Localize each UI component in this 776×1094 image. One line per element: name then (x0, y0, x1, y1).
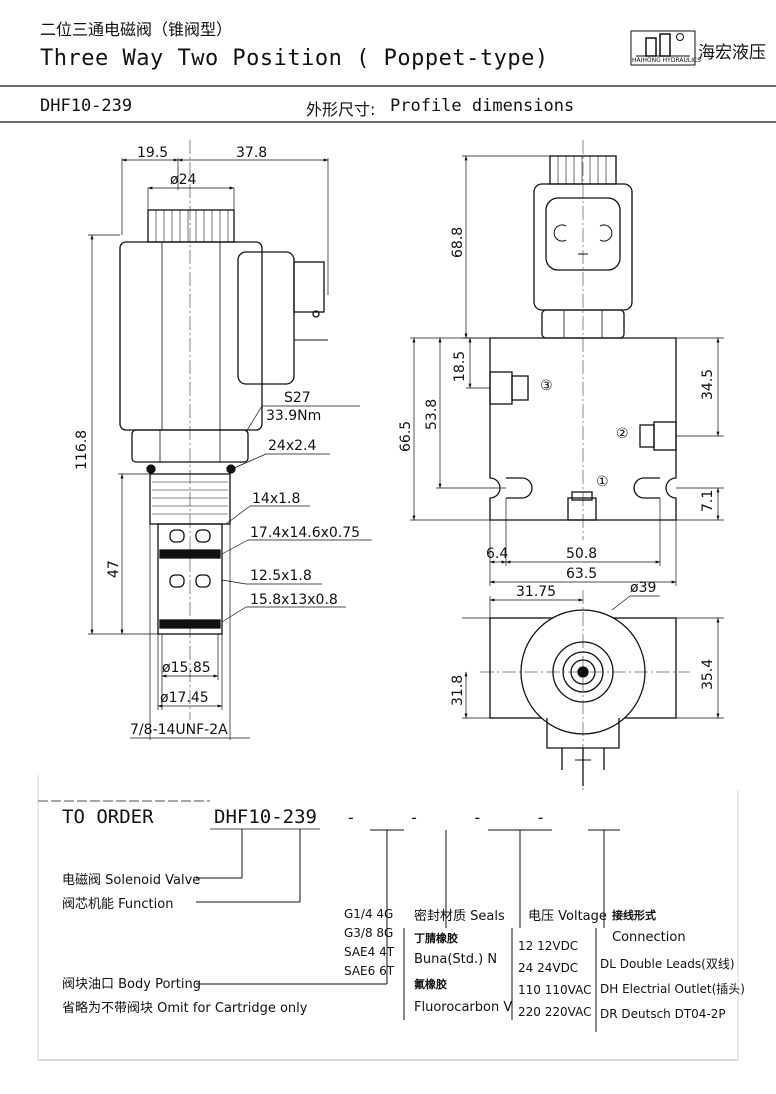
connection-option: DL Double Leads(双线) (600, 957, 735, 971)
dim-35-4: 35.4 (700, 659, 716, 690)
port-option: G3/8 8G (344, 926, 394, 940)
logo: HAIHONG HYDRAULICS (630, 30, 701, 66)
connection-option: DR Deutsch DT04-2P (600, 1007, 726, 1021)
top-view (462, 590, 724, 790)
order-heading: TO ORDER (62, 806, 154, 828)
order-tree (38, 800, 620, 1032)
connection-options: DL Double Leads(双线) DH Electrial Outlet(… (600, 952, 745, 1027)
front-view (410, 140, 724, 586)
dia-24: ø24 (170, 172, 196, 188)
port-2-label: ② (616, 426, 629, 442)
dim-31-75: 31.75 (516, 584, 556, 600)
seal-1-cn: 丁腈橡胶 (414, 932, 458, 945)
port-option: G1/4 4G (344, 907, 394, 921)
voltage-title: 电压 Voltage (528, 909, 607, 924)
dim-50-8: 50.8 (566, 546, 597, 562)
connection-title-cn: 接线形式 (612, 909, 656, 922)
thread-label: 7/8-14UNF-2A (130, 722, 228, 738)
order-model: DHF10-239 (214, 806, 317, 828)
oring-14-label: 14x1.8 (252, 491, 300, 507)
dim-68-8: 68.8 (450, 227, 466, 258)
dia-39: ø39 (630, 580, 656, 596)
seal-1-en: Buna(Std.) N (414, 952, 498, 967)
dim-7-1: 7.1 (700, 490, 716, 512)
label-omit: 省略为不带阀块 Omit for Cartridge only (62, 1001, 308, 1016)
label-function: 阀芯机能 Function (62, 897, 174, 912)
dim-18-5: 18.5 (452, 351, 468, 382)
dim-34-5: 34.5 (700, 369, 716, 400)
logo-icon (630, 30, 696, 66)
connection-title-en: Connection (612, 930, 686, 945)
oring-12-label: 12.5x1.8 (250, 568, 312, 584)
port-option: SAE6 6T (344, 964, 395, 978)
port-3-label: ③ (540, 378, 553, 394)
dim-37-8: 37.8 (236, 145, 267, 161)
seal-2-cn: 氟橡胶 (414, 978, 447, 991)
dim-53-8: 53.8 (424, 399, 440, 430)
torque-label: 33.9Nm (266, 408, 321, 424)
logo-text: HAIHONG HYDRAULICS (632, 57, 701, 64)
voltage-option: 220 220VAC (518, 1005, 592, 1019)
dim-19-5: 19.5 (137, 145, 168, 161)
oring-17-label: 17.4x14.6x0.75 (250, 525, 360, 541)
voltage-options: 12 12VDC 24 24VDC 110 110VAC 220 220VAC (518, 935, 591, 1023)
s27-label: S27 (284, 390, 311, 406)
dim-66-5: 66.5 (398, 421, 414, 452)
section-label-en: Profile dimensions (390, 96, 575, 116)
seal-2-en: Fluorocarbon V (414, 1000, 513, 1015)
side-view (88, 140, 372, 740)
label-solenoid: 电磁阀 Solenoid Valve (62, 873, 201, 888)
title-cn: 二位三通电磁阀（锥阀型） (40, 20, 233, 39)
dia-17-45: ø17.45 (160, 690, 209, 706)
port-1-label: ① (596, 474, 609, 490)
voltage-option: 24 24VDC (518, 961, 579, 975)
connection-option: DH Electrial Outlet(插头) (600, 982, 745, 996)
brand-cn: 海宏液压 (698, 43, 766, 63)
model-code: DHF10-239 (40, 96, 133, 116)
dim-63-5: 63.5 (566, 566, 597, 582)
section-label-cn: 外形尺寸: (306, 100, 376, 119)
port-options: G1/4 4G G3/8 8G SAE4 4T SAE6 6T (344, 905, 394, 981)
port-option: SAE4 4T (344, 945, 395, 959)
dim-116-8: 116.8 (74, 430, 90, 470)
order-separators: - - - - (346, 808, 568, 827)
label-body-porting: 阀块油口 Body Porting (62, 977, 201, 992)
dim-31-8: 31.8 (450, 675, 466, 706)
dia-15-85: ø15.85 (162, 660, 211, 676)
voltage-option: 12 12VDC (518, 939, 579, 953)
dim-47: 47 (106, 560, 122, 578)
oring-24-label: 24x2.4 (268, 438, 316, 454)
dim-6-4: 6.4 (486, 546, 508, 562)
oring-15-label: 15.8x13x0.8 (250, 592, 338, 608)
title-en: Three Way Two Position ( Poppet-type) (40, 46, 549, 71)
seals-title: 密封材质 Seals (414, 909, 505, 924)
voltage-option: 110 110VAC (518, 983, 592, 997)
